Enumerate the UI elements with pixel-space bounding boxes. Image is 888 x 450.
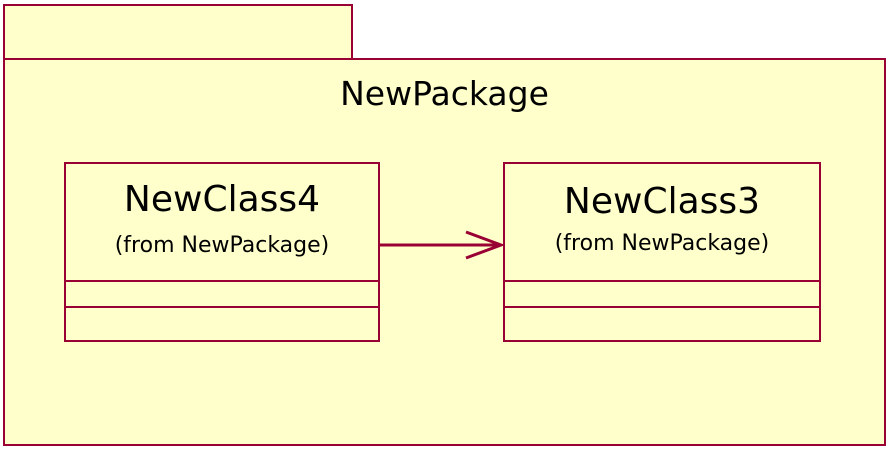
class-header: NewClass3 (from NewPackage) [505,164,819,282]
class-name: NewClass4 [123,179,321,220]
package-title: NewPackage [340,74,549,113]
attributes-compartment [505,282,819,308]
class-header: NewClass4 (from NewPackage) [66,164,378,282]
package-tab[interactable] [3,4,353,60]
class-box-newclass4[interactable]: NewClass4 (from NewPackage) [64,162,380,342]
attributes-compartment [66,282,378,308]
class-name: NewClass3 [563,181,761,222]
operations-compartment [505,308,819,334]
class-origin: (from NewPackage) [554,231,770,256]
operations-compartment [66,308,378,334]
class-box-newclass3[interactable]: NewClass3 (from NewPackage) [503,162,821,342]
class-origin: (from NewPackage) [114,233,330,258]
